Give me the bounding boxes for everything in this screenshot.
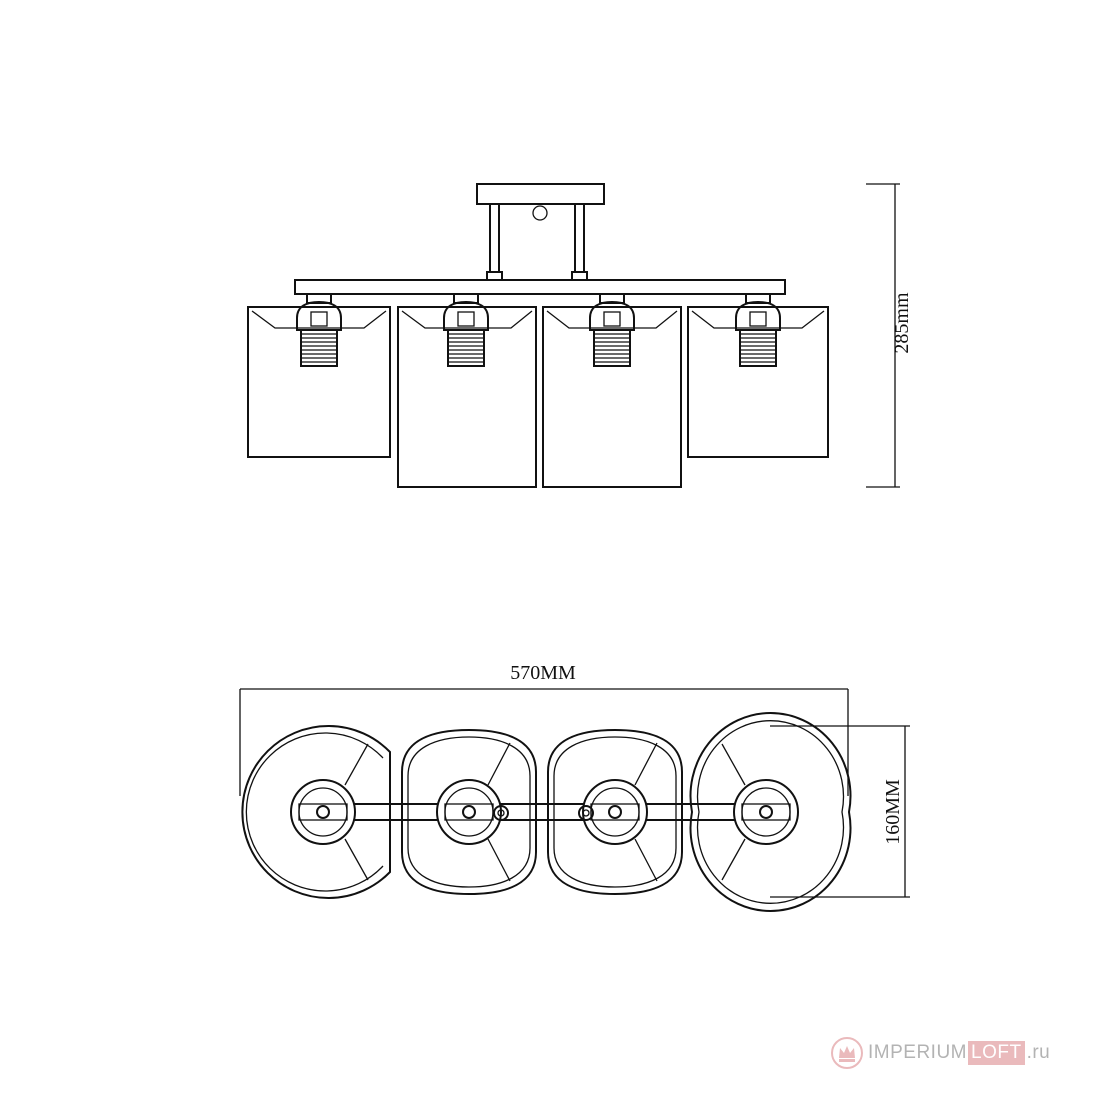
depth-label: 160MM: [882, 779, 904, 845]
lamp-socket-4: [735, 293, 781, 367]
socket-hubs: [290, 779, 799, 845]
lamp-socket-1: [296, 293, 342, 367]
support-rods: [486, 204, 588, 281]
top-shade-4: [689, 712, 852, 912]
top-view: 570MM 160MM: [239, 662, 910, 912]
socket-hub-2: [436, 779, 502, 845]
rod-screws: [493, 805, 594, 821]
canopy-screw: [532, 205, 548, 221]
front-shade-3: [542, 306, 682, 488]
socket-hub-1: [290, 779, 356, 845]
top-mounting-bar: [295, 803, 791, 821]
lamp-socket-3: [589, 293, 635, 367]
ceiling-canopy: [476, 183, 605, 205]
socket-hub-4: [733, 779, 799, 845]
watermark-text-domain: .ru: [1026, 1042, 1051, 1063]
mounting-bar: [294, 279, 786, 295]
height-label: 285mm: [891, 292, 913, 354]
height-dimension: 285mm: [866, 183, 913, 488]
width-label: 570MM: [510, 662, 576, 684]
watermark-text-imperium: IMPERIUM: [868, 1042, 967, 1063]
watermark-text-loft: LOFT: [968, 1041, 1025, 1065]
lamp-socket-2: [443, 293, 489, 367]
top-shade-1: [241, 725, 391, 899]
front-view: [247, 183, 829, 488]
socket-hub-3: [582, 779, 648, 845]
front-shade-4: [687, 306, 829, 458]
front-shade-1: [247, 306, 391, 458]
lamp-sockets: [296, 293, 781, 367]
top-shade-2: [401, 728, 537, 896]
watermark: IMPERIUM LOFT .ru: [830, 1036, 1050, 1070]
depth-dimension: 160MM: [770, 725, 910, 898]
top-shade-3: [547, 728, 683, 896]
width-dimension: 570MM: [239, 662, 849, 796]
front-shade-2: [397, 306, 537, 488]
crown-logo-icon: [831, 1037, 863, 1069]
